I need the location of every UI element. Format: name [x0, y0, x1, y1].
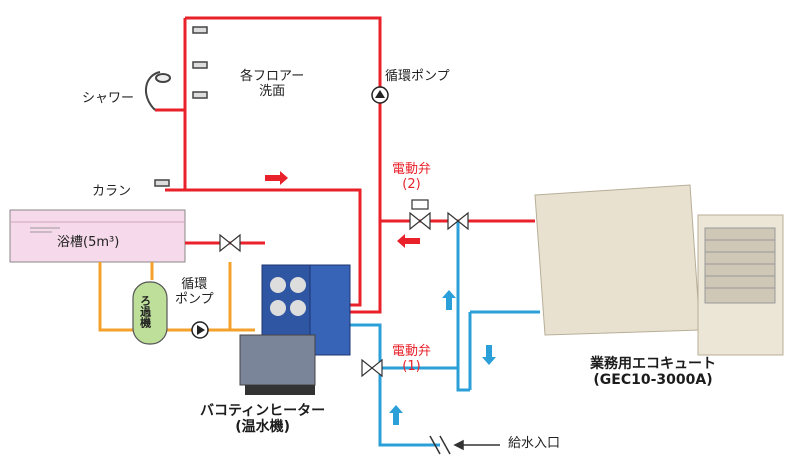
bathtub	[9, 209, 186, 263]
left-pump-icon	[191, 321, 209, 339]
filter-unit	[132, 281, 168, 345]
valve2-label: 電動弁 (2)	[392, 162, 432, 192]
shower-icon	[145, 71, 171, 111]
top-pump-icon	[371, 86, 389, 104]
valve1-label: 電動弁 (1)	[392, 344, 432, 374]
tub-label: 浴槽(5m³)	[57, 235, 120, 250]
ecocute-units	[534, 184, 784, 356]
top-pump-label: 循環ポンプ	[385, 69, 450, 84]
left-pump-label: 循環 ポンプ	[175, 277, 214, 307]
heater-machine	[239, 264, 351, 395]
filter-label: ろ過機	[138, 295, 152, 328]
cold-water-pipes	[345, 221, 540, 447]
faucets-label: 各フロアー 洗面	[240, 69, 305, 99]
shower-label: シャワー	[82, 91, 135, 106]
flow-arrows	[265, 171, 496, 425]
tap-label: カラン	[92, 184, 132, 199]
ecocute-label: 業務用エコキュート (GEC10-3000A)	[590, 356, 716, 389]
faucet-icons	[154, 26, 208, 187]
valve-icons	[219, 199, 469, 378]
inlet-arrow	[429, 435, 500, 455]
heater-label: バコティンヒーター (温水機)	[200, 403, 326, 436]
water-inlet-label: 給水入口	[508, 436, 561, 451]
